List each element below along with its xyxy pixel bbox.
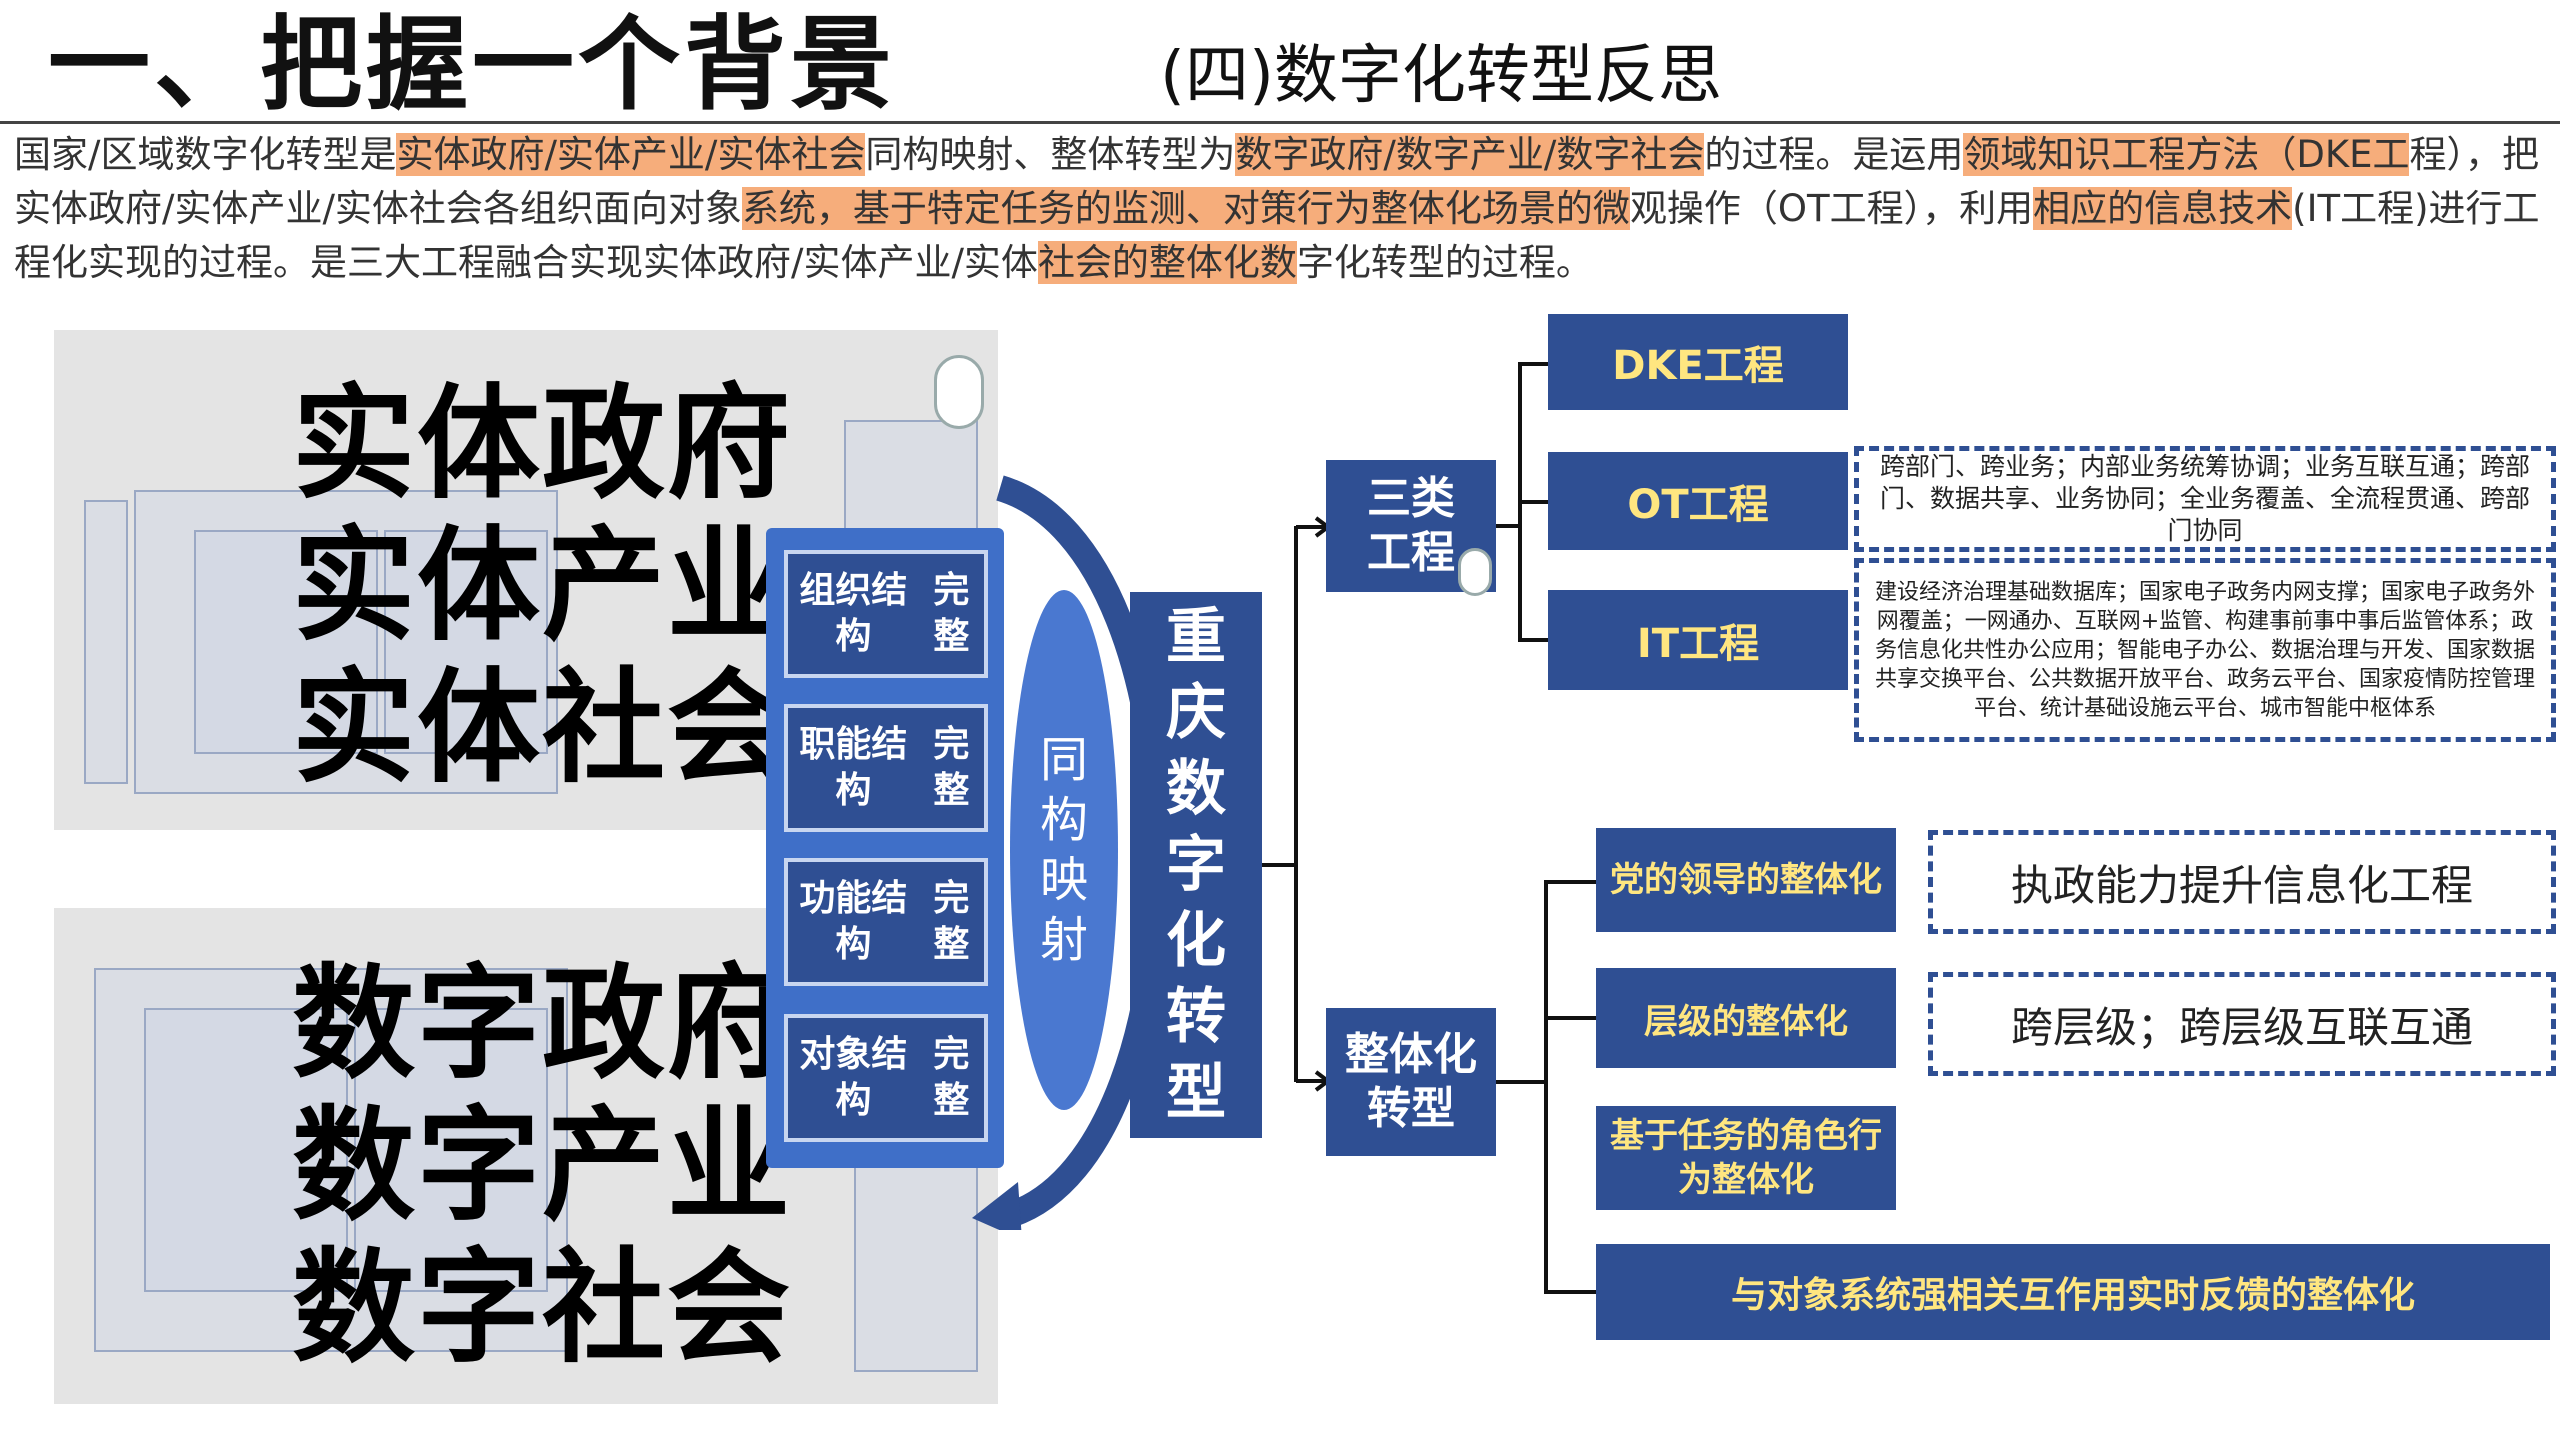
page-subtitle: (四)数字化转型反思 [1160, 39, 1722, 113]
intro-highlight: 领域知识工程方法（DKE工 [1963, 133, 2410, 176]
intro-highlight: 社会的整体化数 [1037, 241, 1297, 284]
ot-description-box: 跨部门、跨业务；内部业务统筹协调；业务互联互通；跨部门、数据共享、业务协同；全业… [1854, 446, 2556, 552]
intro-highlight: 相应的信息技术 [2033, 187, 2293, 230]
intro-highlight: 实体政府/实体产业/实体社会 [396, 133, 866, 176]
digital-entities: 数字政府 数字产业 数字社会 [292, 954, 792, 1380]
party-leadership-label: 党的领导的整体化 [1610, 860, 1882, 900]
ot-engineering-box: OT工程 [1548, 452, 1848, 550]
hierarchy-description: 跨层级；跨层级互联互通 [2010, 1002, 2473, 1052]
connector-line [1518, 362, 1548, 366]
mapping-ellipse [1010, 590, 1118, 1110]
intro-text: 国家/区域数字化转型是 [14, 133, 397, 176]
connector-line [1262, 863, 1296, 867]
page-title: 一、把握一个背景 [48, 6, 896, 125]
physical-government: 实体政府 [292, 373, 792, 516]
role-behavior-label: 基于任务的角色行为整体化 [1610, 1116, 1882, 1200]
mouse-icon [1458, 548, 1492, 596]
party-description: 执政能力提升信息化工程 [2010, 860, 2473, 910]
chongqing-transformation-box: 重庆数字化转型 [1130, 592, 1262, 1138]
mapping-label-text: 同构映射 [1039, 732, 1088, 968]
hierarchy-box: 层级的整体化 [1596, 968, 1896, 1068]
intro-highlight: 数字政府/数字产业/数字社会 [1235, 133, 1705, 176]
party-description-box: 执政能力提升信息化工程 [1928, 830, 2556, 934]
connector-line [1544, 880, 1548, 1294]
mapping-label: 同构映射 [1010, 730, 1118, 970]
structure-box-organization: 组织结构完整 [784, 550, 988, 678]
background-diagram [134, 490, 558, 794]
hierarchy-description-box: 跨层级；跨层级互联互通 [1928, 972, 2556, 1076]
physical-entities: 实体政府 实体产业 实体社会 [292, 374, 792, 800]
intro-paragraph: 国家/区域数字化转型是实体政府/实体产业/实体社会同构映射、整体转型为数字政府/… [14, 128, 2544, 290]
intro-text: 的过程。是运用 [1704, 133, 1964, 176]
connector-line [1518, 638, 1548, 642]
connector-line [1544, 1290, 1596, 1294]
dke-label: DKE工程 [1612, 343, 1784, 389]
structure-box-object: 对象结构完整 [784, 1014, 988, 1142]
background-diagram [94, 968, 568, 1352]
connector-line [1496, 1080, 1546, 1084]
title-divider [0, 121, 2560, 124]
connector-line [1544, 1016, 1596, 1020]
intro-text: 同构映射、整体转型为 [865, 133, 1236, 176]
digital-government: 数字政府 [292, 953, 792, 1096]
hierarchy-label: 层级的整体化 [1644, 1001, 1848, 1042]
background-diagram [144, 1008, 348, 1292]
physical-industry: 实体产业 [292, 515, 792, 658]
structure-box-function: 职能结构完整 [784, 704, 988, 832]
it-label: IT工程 [1636, 621, 1760, 667]
background-diagram [84, 500, 128, 784]
digital-industry: 数字产业 [292, 1095, 792, 1238]
intro-text: 字化转型的过程。 [1296, 241, 1593, 284]
connector-line [1496, 524, 1520, 528]
party-leadership-box: 党的领导的整体化 [1596, 828, 1896, 932]
background-diagram [354, 1008, 548, 1292]
physical-society: 实体社会 [292, 657, 792, 800]
it-engineering-box: IT工程 [1548, 590, 1848, 690]
it-description-box: 建设经济治理基础数据库；国家电子政务内网支撑；国家电子政务外网覆盖；一网通办、互… [1854, 558, 2556, 742]
intro-text: 程），把实体政府/实体产业/实体社会各组织面向对象 [14, 133, 2539, 230]
holistic-label-text: 整体化转型 [1345, 1029, 1477, 1134]
role-behavior-box: 基于任务的角色行为整体化 [1596, 1106, 1896, 1210]
realtime-feedback-label: 与对象系统强相关互作用实时反馈的整体化 [1730, 1275, 2415, 1316]
it-description: 建设经济治理基础数据库；国家电子政务内网支撑；国家电子政务外网覆盖；一网通办、互… [1874, 579, 2535, 721]
holistic-transformation-box: 整体化转型 [1326, 1008, 1496, 1156]
realtime-feedback-box: 与对象系统强相关互作用实时反馈的整体化 [1596, 1244, 2550, 1340]
background-diagram [194, 530, 378, 754]
connector-line [1518, 500, 1548, 504]
arc-arrowhead [972, 1182, 1022, 1230]
digital-society: 数字社会 [292, 1237, 792, 1380]
connector-line [1544, 880, 1596, 884]
center-label-text: 重庆数字化转型 [1166, 602, 1226, 1128]
intro-text: (IT工程)进行工程化实现的过程。是三大工程融合实现实体政府/实体产业/实体 [14, 187, 2540, 284]
ot-description: 跨部门、跨业务；内部业务统筹协调；业务互联互通；跨部门、数据共享、业务协同；全业… [1879, 452, 2530, 545]
structure-box-capability: 功能结构完整 [784, 858, 988, 986]
connector-line [1294, 526, 1298, 1082]
ot-label: OT工程 [1627, 482, 1769, 528]
intro-text: 观操作（OT工程），利用 [1629, 187, 2034, 230]
background-diagram [384, 530, 548, 754]
dke-engineering-box: DKE工程 [1548, 314, 1848, 410]
mouse-icon [934, 355, 984, 429]
intro-highlight: 系统，基于特定任务的监测、对策行为整体化场景的微 [741, 187, 1630, 230]
